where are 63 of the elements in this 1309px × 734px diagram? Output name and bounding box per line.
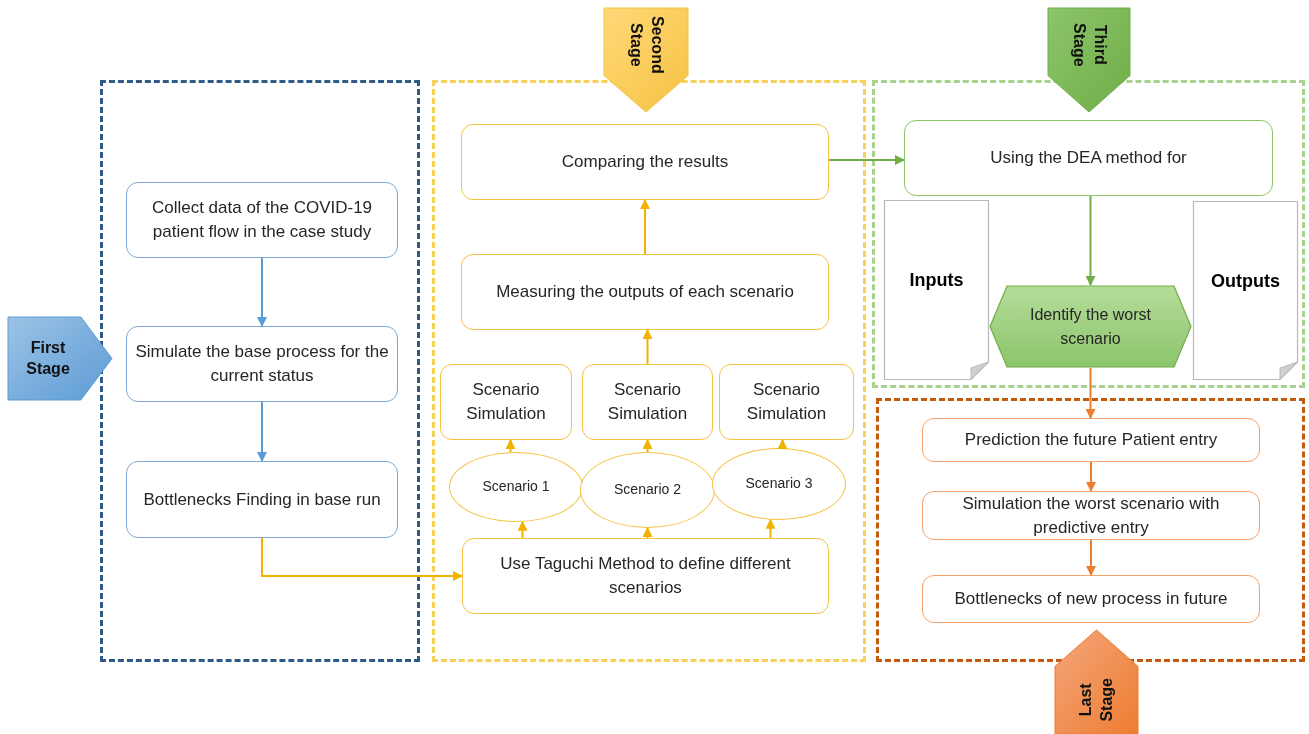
box-label: Comparing the results (561, 151, 729, 174)
dashed-group-frame (872, 80, 1305, 388)
stage-label: Last Stage (1075, 677, 1116, 724)
stage-arrow (1055, 630, 1138, 734)
stage-label: Second Stage (627, 15, 667, 75)
document-shape (884, 200, 989, 380)
box-label: Prediction the future Patient entry (964, 429, 1218, 452)
arrow (642, 527, 653, 539)
box-label: Scenario Simulation (745, 379, 828, 425)
process-box (719, 364, 854, 440)
box-label: Simulation the worst scenario with predictive entry (961, 492, 1221, 539)
box-label: Collect data of the COVID-19 patient flow in the case study (150, 197, 374, 243)
box-label: Bottlenecks of new process in future (954, 588, 1228, 611)
process-box (922, 491, 1260, 540)
hexagon-shape (989, 285, 1192, 368)
arrow (1086, 461, 1096, 492)
process-box (904, 120, 1273, 196)
box-label: Measuring the outputs of each scenario (496, 281, 794, 304)
stage-label: First Stage (25, 337, 71, 379)
arrow (1085, 195, 1096, 286)
arrow (1086, 539, 1096, 576)
dashed-group-frame (432, 80, 866, 662)
arrow (777, 439, 788, 450)
stage-arrow (1048, 8, 1130, 112)
arrow (1085, 367, 1096, 419)
document-label: Outputs (1211, 271, 1280, 292)
process-box (461, 124, 829, 200)
arrow (640, 199, 650, 255)
document-label: Inputs (909, 270, 964, 291)
box-label: Scenario Simulation (606, 379, 689, 425)
arrow (261, 537, 463, 581)
arrow (642, 439, 653, 453)
box-label: Scenario 1 (482, 477, 550, 497)
process-box (582, 364, 713, 440)
arrow (765, 518, 776, 539)
process-box (922, 575, 1260, 623)
stage-label: Third Stage (1070, 22, 1110, 69)
box-label: Simulate the base process for the current status (135, 341, 389, 387)
arrow (257, 257, 267, 327)
box-label: Scenario Simulation (465, 379, 547, 425)
arrow (505, 439, 516, 454)
process-box (922, 418, 1260, 462)
process-box (126, 461, 398, 538)
document-shape (1193, 201, 1298, 380)
arrow (828, 155, 905, 165)
dashed-group-frame (100, 80, 420, 662)
process-box (126, 182, 398, 258)
stage-arrow (8, 317, 112, 400)
arrow (257, 401, 267, 462)
dashed-group-frame (876, 398, 1305, 662)
arrow (642, 329, 653, 365)
process-box (461, 254, 829, 330)
arrow (517, 520, 528, 539)
process-box (440, 364, 572, 440)
box-label: Using the DEA method for (990, 147, 1187, 170)
process-box (126, 326, 398, 402)
box-label: Scenario 2 (614, 480, 681, 500)
process-box (462, 538, 829, 614)
box-label: Bottlenecks Finding in base run (143, 488, 381, 511)
hexagon-label: Identify the worst scenario (1029, 305, 1152, 349)
box-label: Scenario 3 (745, 474, 813, 494)
box-label: Use Taguchi Method to define different scenarios (499, 553, 792, 599)
stage-arrow (604, 8, 688, 112)
